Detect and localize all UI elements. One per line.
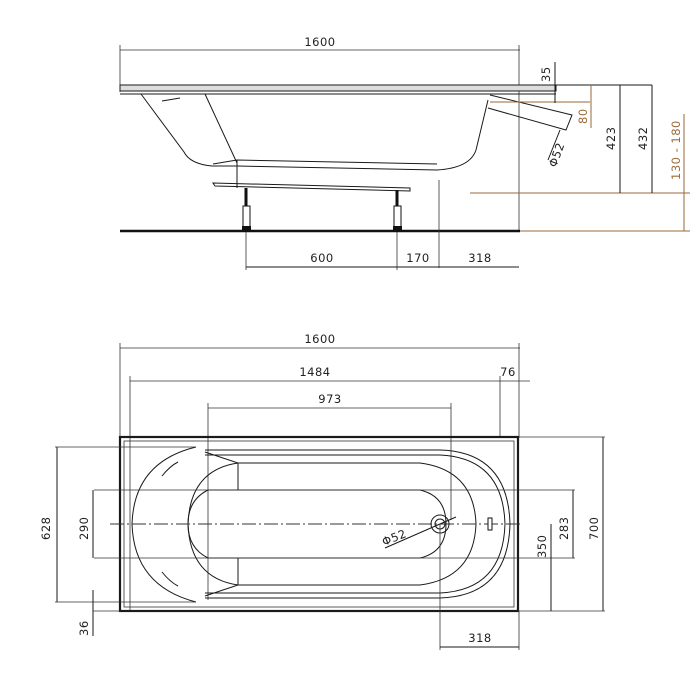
drain-center-offset-label: 350: [535, 535, 549, 558]
bottom-length-dimension: 973: [207, 392, 452, 600]
bottom-width-label: 290: [77, 517, 91, 540]
overflow-pipe: Φ52: [487, 94, 573, 169]
inner-length-dimension: 1484 76: [129, 365, 530, 610]
top-drain-to-end-dimension: 318: [439, 524, 520, 650]
rim-side-width-label: 36: [77, 620, 91, 636]
side-length-label: 1600: [304, 35, 335, 49]
rim-side-width-dimension: 36: [77, 590, 120, 636]
bottom-length-label: 973: [318, 392, 341, 406]
rim-end-width-label: 76: [500, 365, 516, 379]
rim-thickness-label: 35: [539, 66, 553, 82]
leg-height-dimension: 130 - 180: [669, 114, 685, 231]
overflow-height-dimension: 80: [576, 85, 592, 128]
side-drain-to-end-label: 318: [468, 251, 491, 265]
side-drain-diameter-label: Φ52: [546, 141, 568, 169]
leg-right: [393, 190, 402, 230]
top-drain-to-end-label: 318: [468, 631, 491, 645]
tub-body-side: [140, 93, 489, 192]
tub-rim-side: [119, 84, 557, 95]
inner-depth-dimension: 423: [604, 85, 621, 193]
drain-center-offset-dimension: 350: [535, 524, 552, 611]
inner-width-dimension: 628: [39, 446, 196, 603]
leg-height-label: 130 - 180: [669, 120, 683, 180]
top-drain-diameter-label: Φ52: [380, 526, 409, 548]
side-view: 1600: [119, 35, 690, 270]
top-length-label: 1600: [304, 332, 335, 346]
inner-width-label: 628: [39, 517, 53, 540]
foot-width-label: 283: [557, 517, 571, 540]
overall-width-label: 700: [587, 517, 601, 540]
side-length-dimension: 1600: [119, 35, 520, 232]
leg-spacing-label: 600: [310, 251, 333, 265]
foot-width-dimension: 283: [557, 490, 574, 558]
inner-length-label: 1484: [299, 365, 330, 379]
drain-fitting: Φ52: [380, 514, 493, 549]
rim-thickness-dimension: 35: [539, 62, 556, 103]
leg-to-drain-label: 170: [406, 251, 429, 265]
outer-height-dimension: 432: [636, 85, 653, 193]
leg-spacing-dimensions: 600 170 318: [245, 232, 519, 270]
overall-width-dimension: 700: [587, 437, 604, 611]
top-length-dimension: 1600: [119, 332, 520, 438]
inner-depth-label: 423: [604, 127, 618, 150]
top-view: 1600 1484 76 973: [39, 332, 605, 650]
leg-left: [242, 188, 251, 230]
tub-basin-top: [94, 446, 575, 603]
overflow-height-label: 80: [576, 108, 590, 124]
outer-height-label: 432: [636, 127, 650, 150]
bottom-width-dimension: 290: [77, 490, 94, 558]
